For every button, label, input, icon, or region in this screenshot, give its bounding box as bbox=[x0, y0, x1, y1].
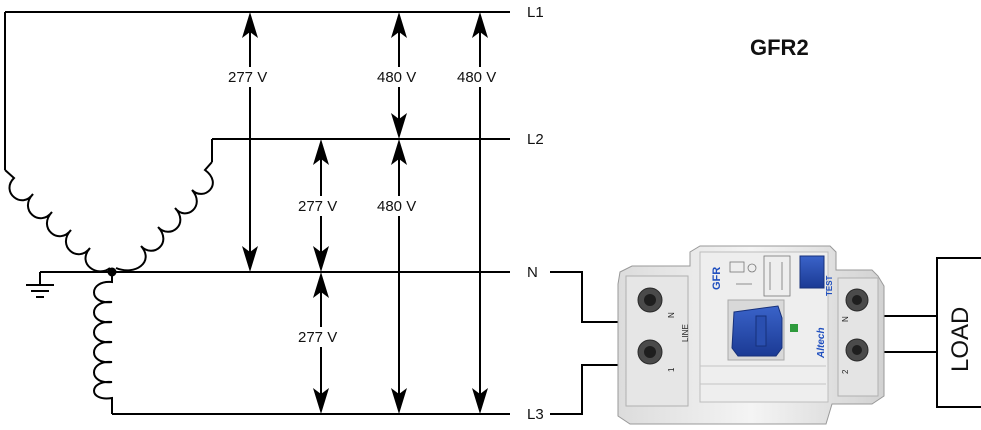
voltage-l1-l3: 480 V bbox=[457, 69, 496, 86]
device-test-label: TEST bbox=[825, 275, 834, 296]
ground-icon bbox=[26, 272, 54, 298]
gfr-device: N LINE 1 N 2 GFR TEST Altech bbox=[617, 245, 885, 425]
device-terminal-2: 2 bbox=[841, 369, 850, 374]
voltage-arrows bbox=[242, 12, 488, 414]
status-indicator bbox=[790, 324, 798, 332]
device-n-left: N bbox=[667, 312, 676, 318]
label-l2: L2 bbox=[527, 131, 544, 148]
voltage-l1-l2: 480 V bbox=[377, 69, 416, 86]
voltage-l1-n: 277 V bbox=[228, 69, 267, 86]
arrow-l2-l3 bbox=[391, 139, 407, 414]
coil-left bbox=[4, 169, 111, 273]
load-label: LOAD bbox=[947, 307, 974, 372]
voltage-l2-n: 277 V bbox=[298, 198, 337, 215]
test-button bbox=[799, 255, 825, 289]
arrow-l1-n bbox=[242, 12, 258, 272]
label-l3: L3 bbox=[527, 406, 544, 423]
device-n-right: N bbox=[841, 316, 850, 322]
neutral-node bbox=[107, 267, 117, 277]
coil-right bbox=[115, 161, 214, 272]
device-brand: GFR bbox=[711, 267, 723, 290]
voltage-l2-l3: 480 V bbox=[377, 198, 416, 215]
device-line-label: LINE bbox=[681, 324, 690, 342]
coil-bottom bbox=[93, 272, 113, 414]
label-n: N bbox=[527, 264, 538, 281]
bus-lines bbox=[4, 11, 510, 415]
load-box: LOAD bbox=[936, 257, 981, 408]
terminal-screws bbox=[637, 287, 869, 365]
device-supply-wires bbox=[550, 271, 937, 415]
voltage-n-l3: 277 V bbox=[298, 329, 337, 346]
label-l1: L1 bbox=[527, 4, 544, 21]
device-terminal-1: 1 bbox=[667, 367, 676, 372]
wye-coils bbox=[4, 161, 214, 414]
diagram-title: GFR2 bbox=[750, 35, 809, 60]
voltage-labels: 277 V 480 V 480 V 277 V 480 V 277 V bbox=[228, 67, 502, 347]
device-maker: Altech bbox=[816, 327, 827, 359]
